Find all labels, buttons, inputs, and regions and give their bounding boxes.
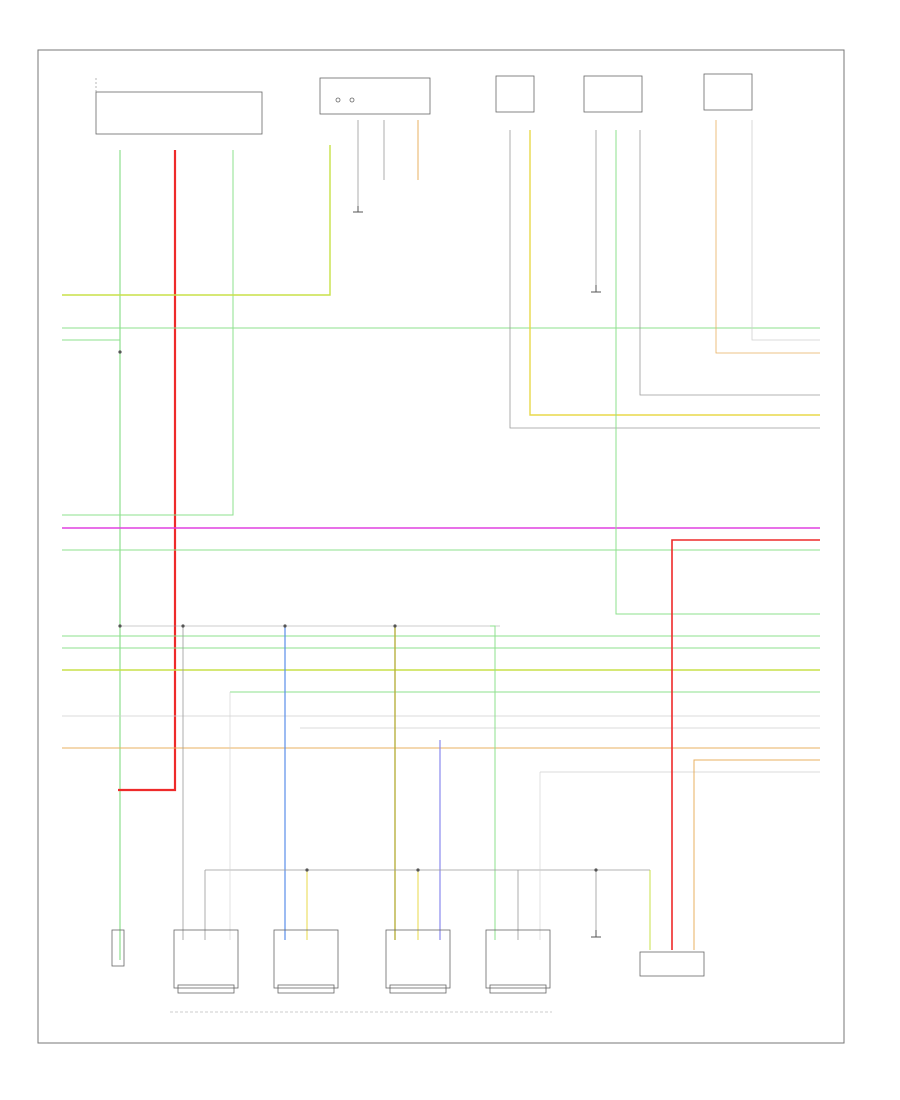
ground-symbol-1 bbox=[353, 206, 363, 213]
splice-dot-6 bbox=[416, 868, 420, 872]
module-2 bbox=[273, 929, 339, 994]
ground-symbol-3 bbox=[591, 930, 601, 938]
module-1 bbox=[173, 929, 239, 994]
wire-green-18 bbox=[615, 130, 820, 615]
splice-dot-7 bbox=[305, 868, 309, 872]
bottom-connector-left bbox=[111, 929, 125, 967]
wire-lightgray-21 bbox=[751, 120, 820, 341]
control-module-b bbox=[583, 75, 643, 113]
fuse-junction-block bbox=[95, 78, 263, 135]
splice-dot-0 bbox=[118, 624, 122, 628]
wire-yellowgreen-3 bbox=[62, 145, 331, 296]
module-4 bbox=[485, 929, 551, 994]
wire-gray-17 bbox=[509, 130, 820, 429]
wire-yellow-16 bbox=[529, 130, 820, 416]
module-3 bbox=[385, 929, 451, 994]
wire-red-22 bbox=[671, 539, 820, 950]
wire-green-25 bbox=[490, 625, 496, 940]
splice-dot-4 bbox=[118, 350, 122, 354]
wire-red-1 bbox=[118, 150, 177, 792]
wire-orange-23 bbox=[693, 759, 820, 950]
wire-orange-20 bbox=[715, 120, 820, 354]
splice-dot-5 bbox=[594, 868, 598, 872]
ignition-switch bbox=[319, 77, 431, 115]
wire-green-2 bbox=[62, 150, 234, 516]
ground-symbol-2 bbox=[591, 285, 601, 293]
diagram-frame bbox=[37, 49, 845, 1044]
splice-dot-1 bbox=[181, 624, 185, 628]
splice-dot-2 bbox=[283, 624, 287, 628]
wire-harness bbox=[62, 120, 820, 960]
splice-dot-3 bbox=[393, 624, 397, 628]
bottom-right-component bbox=[639, 951, 705, 977]
control-module-a bbox=[495, 75, 535, 113]
sensor-top-right bbox=[703, 73, 753, 111]
wire-gray-19 bbox=[639, 130, 820, 396]
